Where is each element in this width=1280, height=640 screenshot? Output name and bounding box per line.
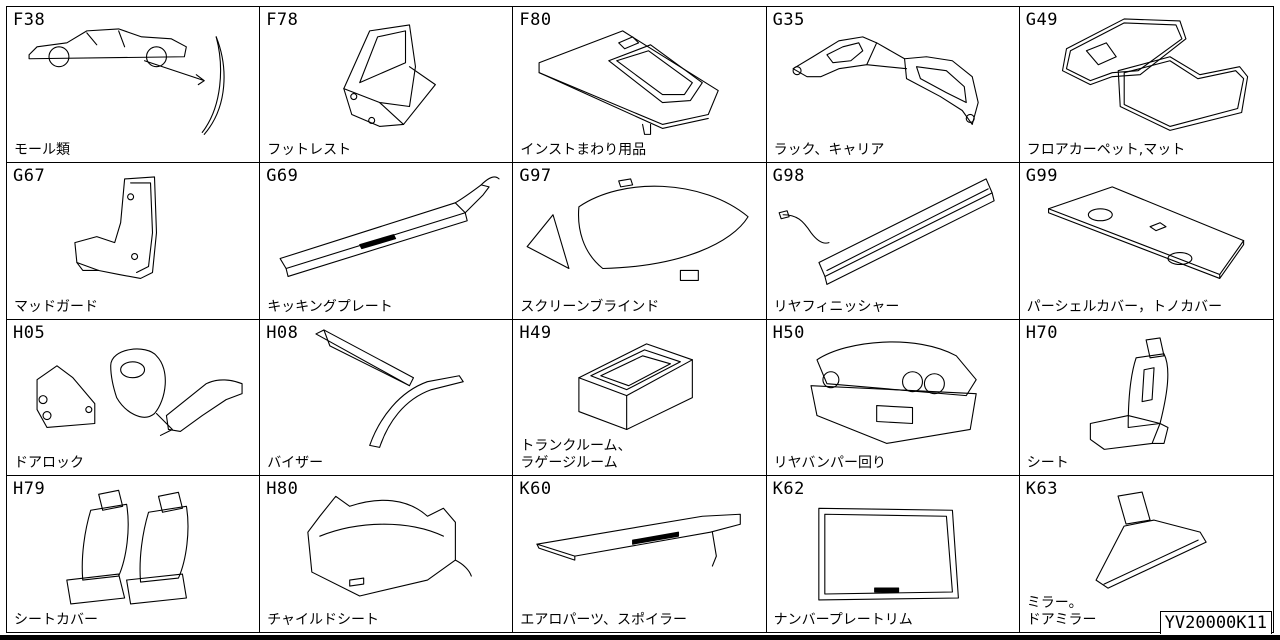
category-code: K62 — [772, 478, 805, 499]
parcel-shelf-illustration — [1047, 186, 1244, 280]
category-cell-g98[interactable]: G98 リヤフィニッシャー — [766, 163, 1020, 320]
category-label: リヤフィニッシャー — [773, 298, 900, 315]
category-label: シートカバー — [14, 612, 98, 628]
category-label: ミラー。 ドアミラー — [1026, 595, 1097, 628]
category-cell-g97[interactable]: G97 スクリーンブラインド — [513, 163, 767, 320]
category-code: K63 — [1025, 478, 1059, 499]
category-cell-g99[interactable]: G99 パーシェルカバー，トノカバー — [1019, 163, 1273, 320]
child-seat-illustration — [307, 495, 473, 597]
category-code: H70 — [1025, 322, 1059, 343]
category-label: モール類 — [14, 142, 70, 159]
category-cell-f80[interactable]: F80 インストまわり用品 — [513, 7, 767, 164]
spoiler-illustration — [536, 513, 742, 567]
visor-illustration — [315, 328, 464, 448]
door-lock-illustration — [36, 348, 243, 436]
category-code: G35 — [772, 10, 805, 30]
category-label: キッキングプレート — [267, 298, 393, 315]
console-accessory-illustration — [538, 30, 720, 135]
category-code: H80 — [266, 478, 299, 499]
category-cell-f78[interactable]: F78 フットレスト — [260, 7, 514, 164]
rear-bumper-illustration — [810, 340, 977, 444]
license-plate-rim-illustration — [817, 507, 959, 601]
bottom-border-bar — [0, 635, 1280, 640]
parts-category-grid: F38 モール類 F78 フットレスト F80 — [6, 6, 1274, 633]
screen-blind-illustration — [526, 178, 750, 282]
mud-guard-illustration — [74, 176, 158, 280]
category-cell-g67[interactable]: G67 マッドガード — [7, 163, 261, 320]
category-label: ドアロック — [14, 454, 84, 471]
category-code: G97 — [519, 166, 552, 187]
trunk-room-illustration — [578, 342, 694, 430]
category-code: K60 — [519, 478, 552, 499]
category-cell-h79[interactable]: H79 シートカバー — [7, 475, 261, 632]
category-code: F80 — [519, 10, 552, 30]
floor-mat-illustration — [1061, 18, 1248, 131]
category-label: トランクルーム、 ラゲージルーム — [520, 437, 632, 471]
mirror-illustration — [1095, 491, 1207, 589]
category-cell-h49[interactable]: H49 トランクルーム、 ラゲージルーム — [513, 319, 767, 476]
category-label: バイザー — [267, 454, 324, 471]
kicking-plate-illustration — [279, 176, 500, 278]
category-code: G49 — [1025, 10, 1059, 30]
seat-cover-illustration — [66, 489, 189, 605]
category-cell-h70[interactable]: H70 シート — [1019, 320, 1273, 476]
category-code: H50 — [772, 322, 805, 343]
category-label: シート — [1026, 454, 1069, 471]
category-cell-g35[interactable]: G35 ラック、キャリア — [766, 7, 1020, 164]
seat-illustration — [1089, 336, 1169, 450]
category-label: フットレスト — [267, 142, 352, 159]
category-code: F38 — [13, 10, 46, 30]
category-label: フロアカーペット,マット — [1026, 142, 1186, 159]
category-label: インストまわり用品 — [520, 142, 647, 159]
category-code: G98 — [772, 166, 805, 187]
category-label: スクリーンブラインド — [520, 298, 660, 315]
category-cell-k60[interactable]: K60 エアロパーツ、スポイラー — [513, 475, 767, 632]
category-cell-g49[interactable]: G49 フロアカーペット,マット — [1019, 7, 1273, 164]
footrest-illustration — [343, 24, 437, 127]
category-code: G99 — [1025, 166, 1059, 187]
category-cell-g69[interactable]: G69 キッキングプレート — [260, 163, 514, 320]
category-cell-k63[interactable]: K63 ミラー。 ドアミラー — [1020, 476, 1273, 632]
category-label: チャイルドシート — [267, 612, 380, 628]
category-code: H08 — [266, 322, 299, 343]
category-label: リヤバンパー回り — [773, 454, 887, 471]
category-label: ラック、キャリア — [773, 142, 885, 159]
rear-finisher-illustration — [778, 178, 995, 286]
category-code: F78 — [266, 10, 299, 30]
category-cell-h05[interactable]: H05 ドアロック — [7, 319, 261, 476]
carrier-rack-illustration — [792, 36, 979, 125]
category-cell-k62[interactable]: K62 ナンバープレートリム — [767, 475, 1020, 632]
category-code: H79 — [13, 478, 46, 499]
category-label: ナンバープレートリム — [773, 612, 913, 628]
category-cell-h80[interactable]: H80 チャイルドシート — [260, 475, 514, 632]
category-cell-h08[interactable]: H08 バイザー — [260, 319, 514, 476]
catalog-id-badge: YV20000K11 — [1159, 611, 1272, 634]
category-cell-f38[interactable]: F38 モール類 — [7, 7, 261, 164]
moulding-illustration — [28, 28, 225, 135]
category-label: エアロパーツ、スポイラー — [520, 612, 687, 628]
category-cell-h50[interactable]: H50 リヤバンパー回り — [766, 319, 1020, 476]
category-code: G69 — [266, 166, 299, 187]
category-label: パーシェルカバー，トノカバー — [1026, 298, 1223, 315]
category-label: マッドガード — [14, 298, 98, 315]
category-code: H49 — [519, 322, 552, 343]
category-code: H05 — [13, 322, 46, 343]
category-code: G67 — [13, 166, 46, 187]
